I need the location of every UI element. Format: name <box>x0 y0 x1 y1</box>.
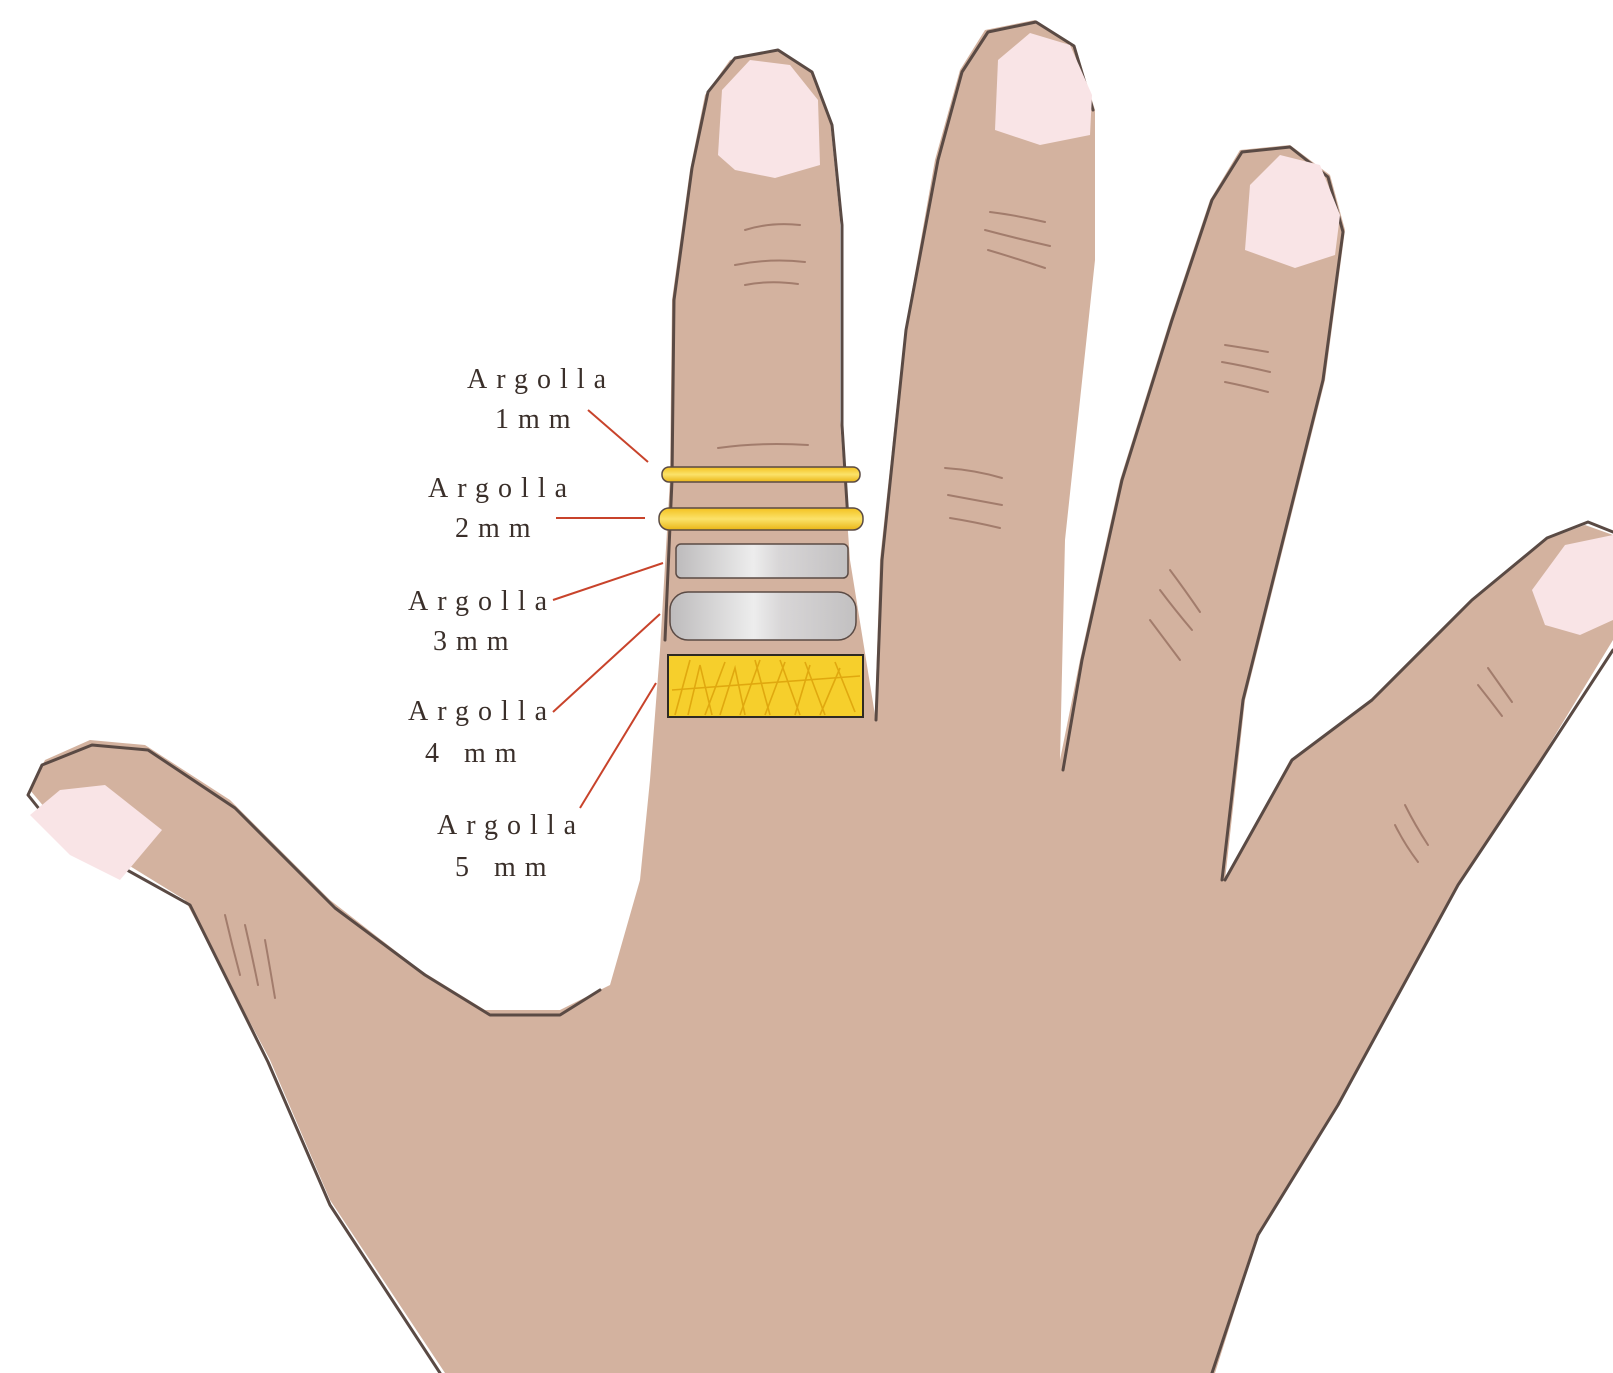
label-5mm-name: Argolla <box>437 810 585 841</box>
leader-3mm <box>553 563 663 600</box>
label-5mm-size: 5 mm <box>455 852 556 883</box>
leader-lines <box>553 410 663 808</box>
leader-5mm <box>580 683 656 808</box>
label-2mm-size: 2mm <box>455 513 540 544</box>
leader-4mm <box>553 614 660 712</box>
label-3mm-size: 3mm <box>433 626 518 657</box>
leader-1mm <box>588 410 648 462</box>
label-2mm-name: Argolla <box>428 473 576 504</box>
label-1mm-name: Argolla <box>467 364 615 395</box>
ring-3mm <box>676 544 848 578</box>
ring-5mm <box>668 655 863 717</box>
ring-1mm <box>662 467 860 482</box>
ring-2mm <box>659 508 863 530</box>
label-3mm-name: Argolla <box>408 586 556 617</box>
size-labels: Argolla 1mm Argolla 2mm Argolla 3mm Argo… <box>408 364 615 883</box>
label-4mm-size: 4 mm <box>425 738 526 769</box>
label-4mm-name: Argolla <box>408 696 556 727</box>
ring-4mm <box>670 592 856 640</box>
label-1mm-size: 1mm <box>495 404 580 435</box>
